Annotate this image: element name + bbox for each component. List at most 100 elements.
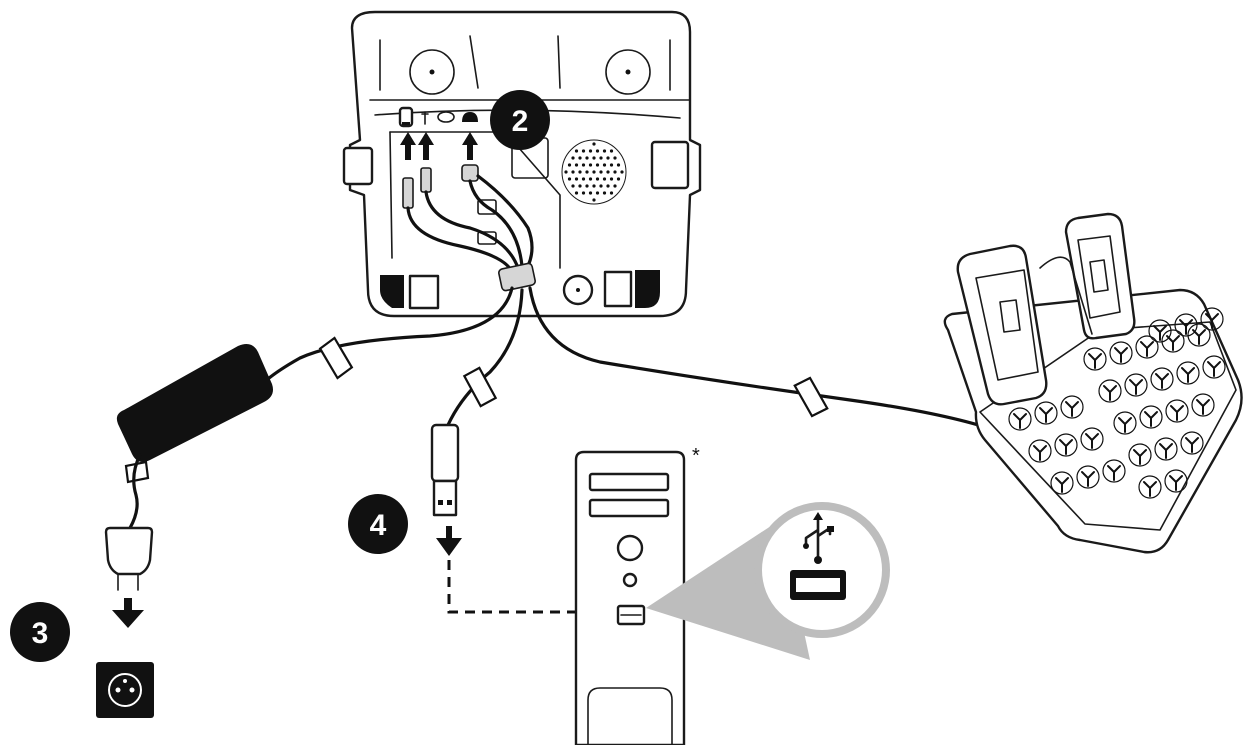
grille-hole xyxy=(599,156,603,160)
pedal-cable xyxy=(528,286,1002,434)
pedal-set xyxy=(943,212,1243,554)
grille-hole xyxy=(585,184,589,188)
foot-right-pad xyxy=(603,270,633,308)
step-4-label: 4 xyxy=(370,509,387,542)
step-2-badge: 2 xyxy=(490,90,550,150)
honeycomb-ring xyxy=(1028,439,1052,463)
honeycomb-cell xyxy=(1192,329,1206,345)
honeycomb-cell xyxy=(1055,477,1069,493)
grille-hole xyxy=(620,170,624,174)
honeycomb-ring xyxy=(1187,323,1211,347)
honeycomb-ring xyxy=(1176,361,1200,385)
honeycomb-cell xyxy=(1144,411,1158,427)
wall-plug xyxy=(104,526,154,628)
wall-socket xyxy=(96,662,154,718)
honeycomb-ring xyxy=(1135,335,1159,359)
grille-hole xyxy=(571,156,575,160)
arrow-up-icon xyxy=(400,132,416,160)
grille-hole xyxy=(588,177,593,181)
honeycomb-ring xyxy=(1083,347,1107,371)
honeycomb-ring xyxy=(1202,355,1226,379)
grille-hole xyxy=(588,163,593,167)
honeycomb-cell xyxy=(1081,471,1095,487)
grille-hole xyxy=(581,149,586,153)
step-3-badge: 3 xyxy=(10,602,70,662)
honeycomb-cell xyxy=(1059,439,1073,455)
grille-hole xyxy=(595,177,600,181)
power-cable xyxy=(260,286,514,386)
arrow-down-icon xyxy=(112,598,144,628)
honeycomb-ring xyxy=(1098,379,1122,403)
cable-clip xyxy=(498,262,536,292)
step-4-badge: 4 xyxy=(348,494,408,554)
grille-hole xyxy=(574,149,579,153)
honeycomb-cell xyxy=(1159,443,1173,459)
grille-hole xyxy=(588,149,593,153)
honeycomb-cell xyxy=(1133,449,1147,465)
grille-hole xyxy=(581,163,586,167)
arrow-up-icon xyxy=(418,132,434,160)
grille-hole xyxy=(616,177,621,181)
usb-trident-icon xyxy=(803,512,834,564)
honeycomb-ring xyxy=(1154,437,1178,461)
usb-port-zoom xyxy=(646,502,890,660)
honeycomb-ring xyxy=(1050,471,1074,495)
honeycomb-ring xyxy=(1191,393,1215,417)
honeycomb-cell xyxy=(1185,437,1199,453)
grille-hole xyxy=(585,156,589,160)
honeycomb-ring xyxy=(1138,475,1162,499)
grille-hole xyxy=(599,170,603,174)
grille-hole xyxy=(609,191,614,195)
grille-hole xyxy=(585,170,589,174)
usb-port-icon xyxy=(421,111,429,125)
grille-hole xyxy=(581,191,586,195)
honeycomb-cell xyxy=(1013,413,1027,429)
honeycomb-ring xyxy=(1102,459,1126,483)
grille-hole xyxy=(567,163,572,167)
usb-cable xyxy=(446,288,524,427)
honeycomb-cell xyxy=(1169,475,1183,491)
grille-hole xyxy=(574,177,579,181)
honeycomb-cell xyxy=(1155,373,1169,389)
grille-hole xyxy=(609,177,614,181)
grille-hole xyxy=(592,198,596,202)
honeycomb-cell xyxy=(1143,481,1157,497)
honeycomb-ring xyxy=(1174,313,1198,337)
grille-hole xyxy=(613,156,617,160)
honeycomb-ring xyxy=(1139,405,1163,429)
arrow-down-icon xyxy=(436,526,462,556)
pc-note-marker: * xyxy=(692,445,700,467)
power-adapter xyxy=(116,344,273,530)
foot-right-dark xyxy=(635,270,660,308)
honeycomb-ring xyxy=(1150,367,1174,391)
foot-left-dark xyxy=(380,275,404,308)
power-port-icon xyxy=(462,112,478,122)
honeycomb-cell xyxy=(1166,335,1180,351)
grille-hole xyxy=(592,142,596,146)
honeycomb-cell xyxy=(1129,379,1143,395)
honeycomb-cell xyxy=(1153,325,1167,341)
grille-hole xyxy=(602,149,607,153)
grille-hole xyxy=(578,184,582,188)
grille-hole xyxy=(571,184,575,188)
honeycomb-cell xyxy=(1033,445,1047,461)
honeycomb-cell xyxy=(1179,319,1193,335)
grille-hole xyxy=(574,191,579,195)
grille-hole xyxy=(609,163,614,167)
step-2-label: 2 xyxy=(512,105,529,138)
honeycomb-cell xyxy=(1039,407,1053,423)
grille-hole xyxy=(592,184,596,188)
honeycomb-cell xyxy=(1065,401,1079,417)
step-3-label: 3 xyxy=(32,617,49,650)
grille-hole xyxy=(616,163,621,167)
grille-hole xyxy=(595,149,600,153)
grille-hole xyxy=(595,191,600,195)
honeycomb-ring xyxy=(1180,431,1204,455)
honeycomb-cell xyxy=(1205,313,1219,329)
grille-hole xyxy=(606,170,610,174)
grille-hole xyxy=(599,184,603,188)
pc-tower: * xyxy=(574,445,700,745)
grille-hole xyxy=(613,170,617,174)
grille-hole xyxy=(574,163,579,167)
